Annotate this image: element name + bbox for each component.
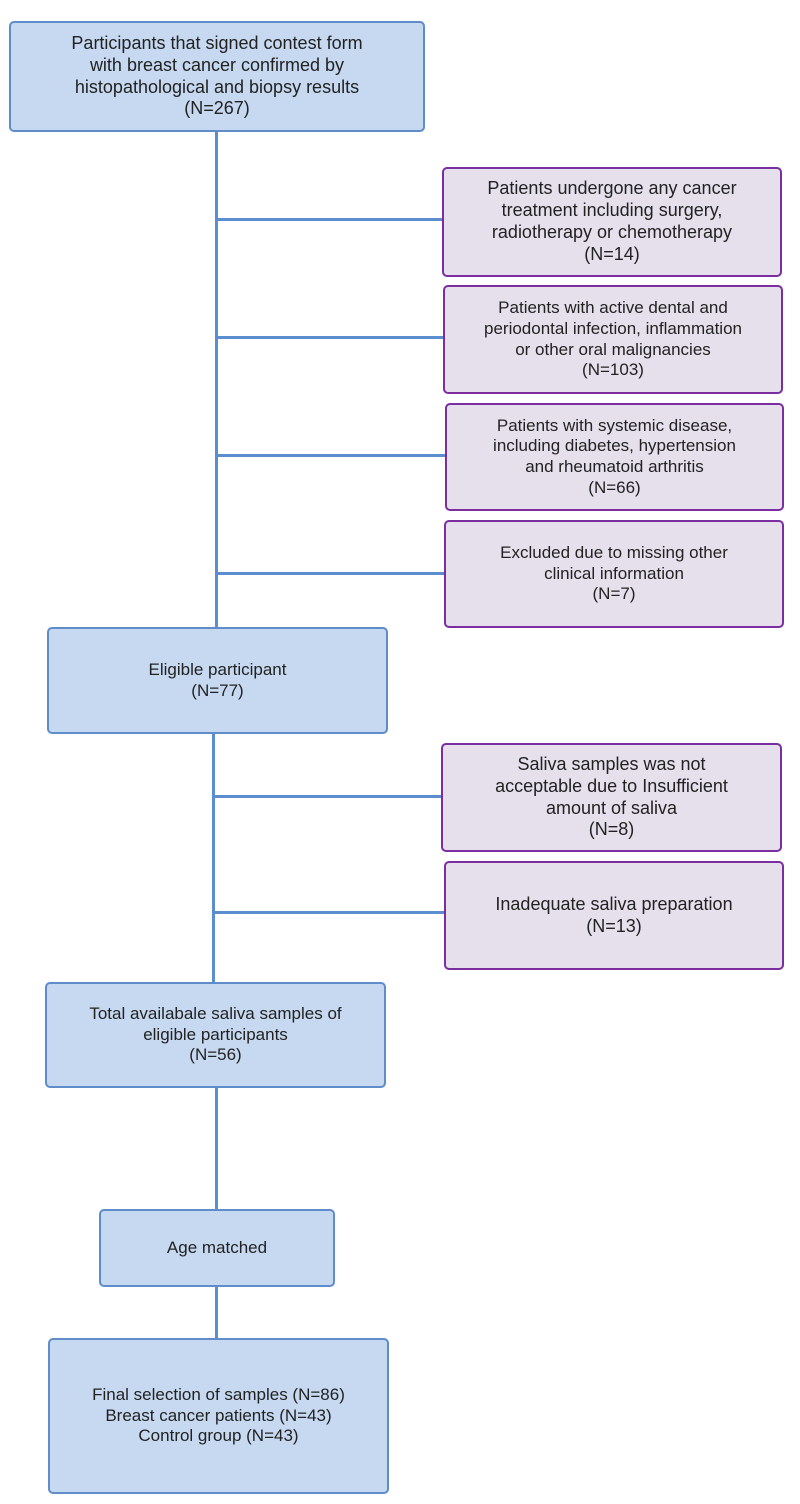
age-matched-label: Age matched bbox=[166, 1237, 268, 1257]
exclusion-dental-box: Patients with active dental and periodon… bbox=[443, 285, 783, 394]
available-count: (N=56) bbox=[189, 1045, 242, 1065]
connector-trunk-3 bbox=[215, 1087, 218, 1211]
final-line-1: Final selection of samples (N=86) bbox=[92, 1384, 345, 1404]
start-line-1: Participants that signed contest form bbox=[71, 32, 363, 53]
exclusion-systemic-line-2: including diabetes, hypertension bbox=[493, 436, 736, 456]
exclusion-systemic-box: Patients with systemic disease, includin… bbox=[445, 403, 784, 511]
exclusion-missing-line-1: Excluded due to missing other bbox=[500, 542, 728, 562]
available-line-1: Total availabale saliva samples of bbox=[89, 1003, 342, 1023]
exclusion-systemic-line-1: Patients with systemic disease, bbox=[496, 415, 733, 435]
connector-branch-saliva-prep bbox=[212, 911, 445, 914]
exclusion-treatment-line-3: radiotherapy or chemotherapy bbox=[491, 222, 733, 242]
connector-trunk-4 bbox=[215, 1285, 218, 1340]
connector-trunk-2 bbox=[212, 733, 215, 984]
final-box: Final selection of samples (N=86) Breast… bbox=[48, 1338, 389, 1494]
exclusion-dental-line-1: Patients with active dental and bbox=[498, 298, 728, 318]
exclusion-saliva-amount-count: (N=8) bbox=[588, 819, 635, 840]
exclusion-dental-line-2: periodontal infection, inflammation bbox=[484, 318, 742, 338]
exclusion-saliva-prep-box: Inadequate saliva preparation (N=13) bbox=[444, 861, 784, 970]
exclusion-dental-count: (N=103) bbox=[582, 360, 644, 380]
eligible-label: Eligible participant bbox=[148, 659, 287, 679]
exclusion-saliva-amount-line-2: acceptable due to Insufficient bbox=[495, 775, 728, 796]
connector-branch-dental bbox=[215, 336, 444, 339]
start-line-3: histopathological and biopsy results bbox=[74, 76, 360, 97]
connector-trunk-1 bbox=[215, 131, 218, 629]
connector-branch-missing bbox=[215, 572, 445, 575]
start-box: Participants that signed contest form wi… bbox=[9, 21, 425, 132]
exclusion-treatment-box: Patients undergone any cancer treatment … bbox=[442, 167, 782, 277]
eligible-box: Eligible participant (N=77) bbox=[47, 627, 388, 734]
start-line-2: with breast cancer confirmed by bbox=[89, 54, 345, 75]
exclusion-missing-count: (N=7) bbox=[592, 584, 636, 604]
exclusion-saliva-amount-line-1: Saliva samples was not bbox=[517, 753, 706, 774]
exclusion-dental-line-3: or other oral malignancies bbox=[515, 339, 711, 359]
exclusion-saliva-amount-box: Saliva samples was not acceptable due to… bbox=[441, 743, 782, 852]
exclusion-missing-box: Excluded due to missing other clinical i… bbox=[444, 520, 784, 628]
available-box: Total availabale saliva samples of eligi… bbox=[45, 982, 386, 1088]
final-line-3: Control group (N=43) bbox=[138, 1426, 299, 1446]
exclusion-systemic-line-3: and rheumatoid arthritis bbox=[525, 457, 704, 476]
available-line-2: eligible participants bbox=[143, 1024, 288, 1044]
exclusion-systemic-count: (N=66) bbox=[588, 477, 641, 497]
exclusion-treatment-line-2: treatment including surgery, bbox=[501, 200, 723, 221]
exclusion-saliva-amount-line-3: amount of saliva bbox=[545, 797, 678, 818]
exclusion-missing-line-2: clinical information bbox=[544, 563, 684, 583]
start-count: (N=267) bbox=[184, 98, 250, 119]
exclusion-treatment-count: (N=14) bbox=[584, 243, 640, 264]
connector-branch-saliva-amount bbox=[212, 795, 442, 798]
exclusion-saliva-prep-count: (N=13) bbox=[586, 915, 642, 936]
final-line-2: Breast cancer patients (N=43) bbox=[105, 1405, 332, 1425]
eligible-count: (N=77) bbox=[191, 680, 244, 700]
connector-branch-treatment bbox=[215, 218, 443, 221]
age-matched-box: Age matched bbox=[99, 1209, 335, 1287]
connector-branch-systemic bbox=[215, 454, 446, 457]
exclusion-saliva-prep-label: Inadequate saliva preparation bbox=[495, 893, 733, 914]
exclusion-treatment-line-1: Patients undergone any cancer bbox=[487, 178, 737, 199]
